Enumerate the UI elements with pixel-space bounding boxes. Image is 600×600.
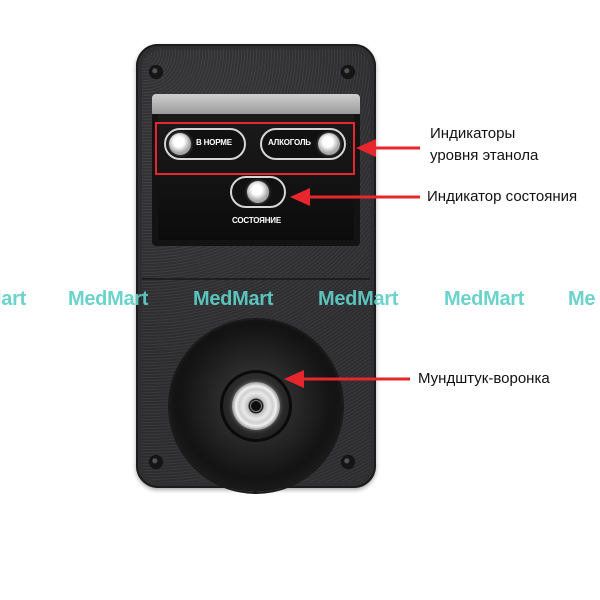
indicator-alcohol-label: АЛКОГОЛЬ <box>268 138 311 147</box>
arrow-state-head <box>290 188 310 206</box>
alcohol-led-icon <box>318 133 340 155</box>
callout-state-indicator: Индикатор состояния <box>427 188 578 205</box>
callout-mouthpiece: Мундштук-воронка <box>418 370 550 387</box>
screw-top-right <box>342 66 354 78</box>
arrow-mouthpiece-head <box>284 370 304 388</box>
panel-divider <box>142 278 370 280</box>
indicator-norm-label: В НОРМЕ <box>196 138 232 147</box>
screw-bottom-right <box>342 456 354 468</box>
callout-ethanol-line2: уровня этанола <box>430 147 539 164</box>
mouthpiece-hole <box>251 401 261 411</box>
screw-top-left <box>150 66 162 78</box>
indicator-state <box>230 176 286 208</box>
mouthpiece <box>232 382 280 430</box>
arrow-ethanol-head <box>356 139 376 157</box>
indicator-norm: В НОРМЕ <box>164 128 246 160</box>
funnel-ring <box>220 370 292 442</box>
watermark-5: MedMart <box>444 288 525 310</box>
state-led-icon <box>247 181 269 203</box>
indicator-alcohol: АЛКОГОЛЬ <box>260 128 346 160</box>
window-bezel <box>152 94 360 114</box>
indicator-panel: В НОРМЕ АЛКОГОЛЬ СОСТОЯНИЕ <box>158 114 354 240</box>
callout-ethanol-line1: Индикаторы <box>430 125 516 142</box>
mouthpiece-funnel <box>170 320 342 492</box>
indicator-window: В НОРМЕ АЛКОГОЛЬ СОСТОЯНИЕ <box>152 94 360 246</box>
watermark-4: MedMart <box>318 288 399 310</box>
indicator-state-label: СОСТОЯНИЕ <box>232 216 281 225</box>
ethanol-indicators-highlight <box>155 122 355 175</box>
watermark-3: MedMart <box>193 288 274 310</box>
watermark-2: MedMart <box>68 288 149 310</box>
watermark-1: lart <box>0 288 26 310</box>
norm-led-icon <box>169 133 191 155</box>
screw-bottom-left <box>150 456 162 468</box>
watermark-6: Me <box>568 288 596 310</box>
